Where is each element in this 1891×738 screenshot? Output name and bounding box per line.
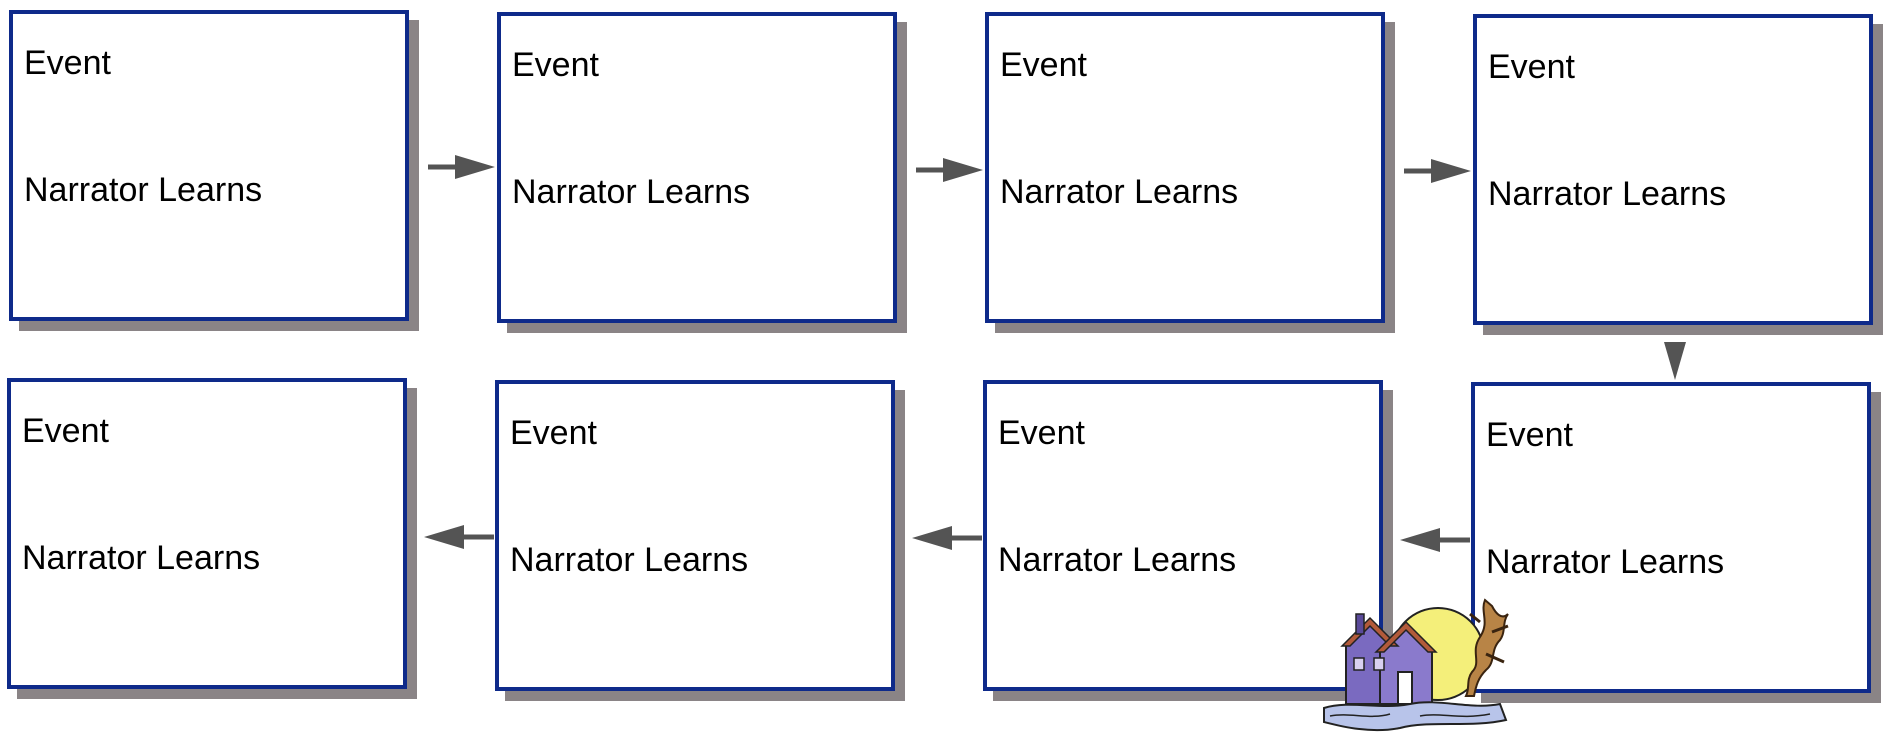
event-label: Event	[510, 414, 597, 452]
narrator-learns-label: Narrator Learns	[1486, 543, 1725, 581]
event-box-6: Event Narrator Learns	[983, 380, 1383, 691]
event-box-4: Event Narrator Learns	[1473, 14, 1873, 325]
event-label: Event	[22, 412, 109, 450]
narrator-learns-label: Narrator Learns	[512, 173, 751, 211]
narrator-learns-label: Narrator Learns	[1000, 173, 1239, 211]
narrator-learns-label: Narrator Learns	[24, 171, 263, 209]
event-box-7: Event Narrator Learns	[495, 380, 895, 691]
event-label: Event	[1000, 46, 1087, 84]
arrow-left-icon	[424, 525, 494, 549]
event-label: Event	[998, 414, 1085, 452]
event-label: Event	[512, 46, 599, 84]
arrow-right-icon	[1404, 159, 1471, 183]
arrow-left-icon	[1400, 528, 1470, 552]
arrow-down-icon	[1664, 342, 1686, 380]
event-box-3: Event Narrator Learns	[985, 12, 1385, 323]
event-box-5: Event Narrator Learns	[1471, 382, 1871, 693]
arrow-left-icon	[912, 526, 982, 550]
haunted-house-clipart	[1323, 598, 1509, 732]
event-box-1: Event Narrator Learns	[9, 10, 409, 321]
narrator-learns-label: Narrator Learns	[510, 541, 749, 579]
event-box-8: Event Narrator Learns	[7, 378, 407, 689]
event-label: Event	[1488, 48, 1575, 86]
narrator-learns-label: Narrator Learns	[1488, 175, 1727, 213]
arrow-right-icon	[916, 158, 983, 182]
arrow-right-icon	[428, 155, 495, 179]
event-label: Event	[1486, 416, 1573, 454]
event-box-2: Event Narrator Learns	[497, 12, 897, 323]
event-label: Event	[24, 44, 111, 82]
narrator-learns-label: Narrator Learns	[998, 541, 1237, 579]
narrator-learns-label: Narrator Learns	[22, 539, 261, 577]
